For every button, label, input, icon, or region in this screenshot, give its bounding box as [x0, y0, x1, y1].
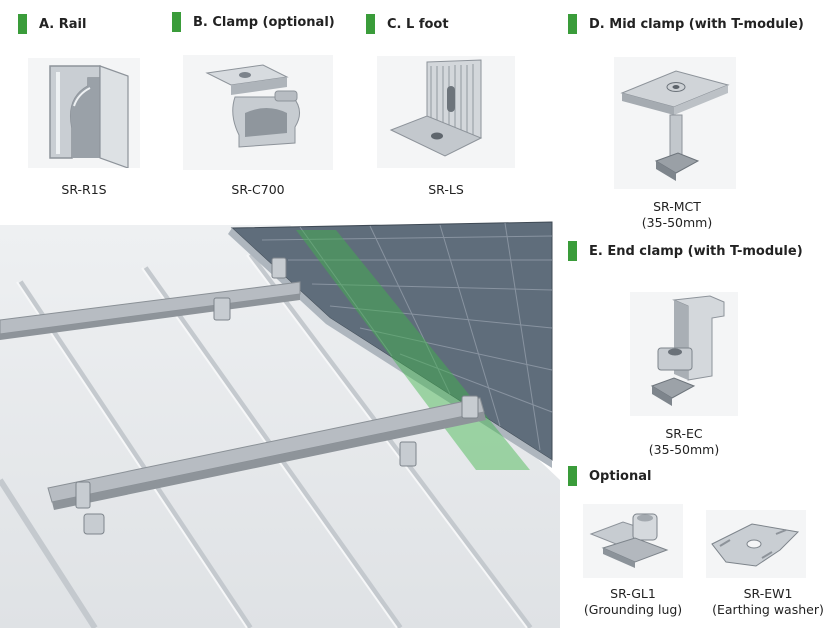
grounding-lug-desc: (Grounding lug): [583, 602, 683, 617]
installation-illustration: [0, 150, 560, 628]
earthing-washer-desc: (Earthing washer): [712, 602, 824, 617]
midclamp-image: [614, 57, 736, 189]
section-header-optional: Optional: [568, 465, 651, 487]
endclamp-image: [630, 292, 738, 416]
midclamp-range: (35-50mm): [641, 215, 713, 230]
section-header-rail: A. Rail: [18, 13, 86, 35]
accent-bar: [366, 14, 375, 34]
grounding-lug-image: [583, 504, 683, 578]
lfoot-caption: SR-LS: [428, 182, 464, 197]
accent-bar: [568, 466, 577, 486]
grounding-lug-caption: SR-GL1 (Grounding lug): [573, 586, 693, 618]
midclamp-caption: SR-MCT (35-50mm): [622, 199, 732, 231]
earthing-washer-caption: SR-EW1 (Earthing washer): [706, 586, 830, 618]
section-title-midclamp: D. Mid clamp (with T-module): [589, 16, 804, 32]
section-title-rail: A. Rail: [39, 16, 87, 32]
endclamp-caption: SR-EC (35-50mm): [628, 426, 740, 458]
midclamp-code: SR-MCT: [653, 199, 701, 214]
section-title-clamp: B. Clamp (optional): [193, 14, 335, 30]
earthing-washer-image: [706, 510, 806, 578]
accent-bar: [172, 12, 181, 32]
rail-caption: SR-R1S: [61, 182, 107, 197]
section-header-lfoot: C. L foot: [366, 13, 449, 35]
accent-bar: [18, 14, 27, 34]
lfoot-image: [377, 56, 515, 168]
endclamp-range: (35-50mm): [648, 442, 720, 457]
section-title-lfoot: C. L foot: [387, 16, 449, 32]
section-header-clamp: B. Clamp (optional): [172, 11, 335, 33]
clamp-caption: SR-C700: [231, 182, 285, 197]
endclamp-code: SR-EC: [665, 426, 703, 441]
accent-bar: [568, 14, 577, 34]
section-header-endclamp: E. End clamp (with T-module): [568, 240, 803, 262]
section-header-midclamp: D. Mid clamp (with T-module): [568, 13, 804, 35]
section-title-optional: Optional: [589, 468, 652, 484]
earthing-washer-code: SR-EW1: [743, 586, 793, 601]
clamp-image: [183, 55, 333, 170]
accent-bar: [568, 241, 577, 261]
grounding-lug-code: SR-GL1: [610, 586, 656, 601]
rail-image: [28, 58, 140, 168]
section-title-endclamp: E. End clamp (with T-module): [589, 243, 803, 259]
